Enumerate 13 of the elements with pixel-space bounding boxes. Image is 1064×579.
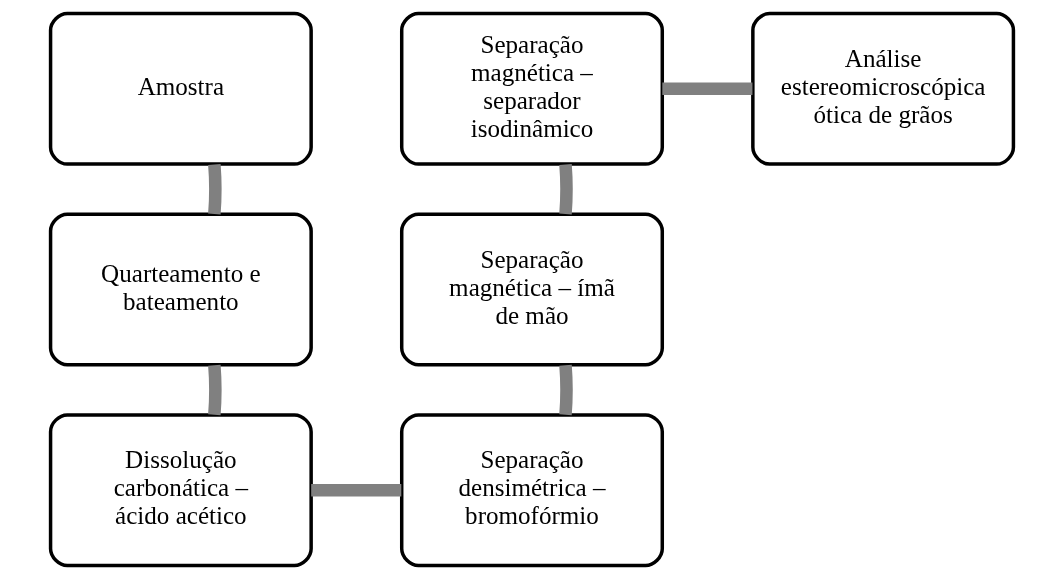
connector (662, 82, 753, 96)
node-box: Separação magnética – ímã de mão (400, 212, 664, 367)
node-box: Análise estereomicroscópica ótica de grãos (751, 11, 1016, 166)
node-box: Amostra (48, 11, 313, 166)
connector (208, 164, 222, 215)
node-box: Quarteamento e bateamento (48, 212, 313, 367)
node-box: Dissolução carbonática – ácido acético (48, 413, 313, 568)
connector (311, 483, 402, 497)
connector (559, 164, 573, 215)
connector (208, 364, 222, 416)
node-box: Separação magnética – separador isodinâmico (400, 11, 664, 166)
connector (559, 364, 573, 416)
node-box: Separação densimétrica – bromofórmio (400, 413, 664, 568)
